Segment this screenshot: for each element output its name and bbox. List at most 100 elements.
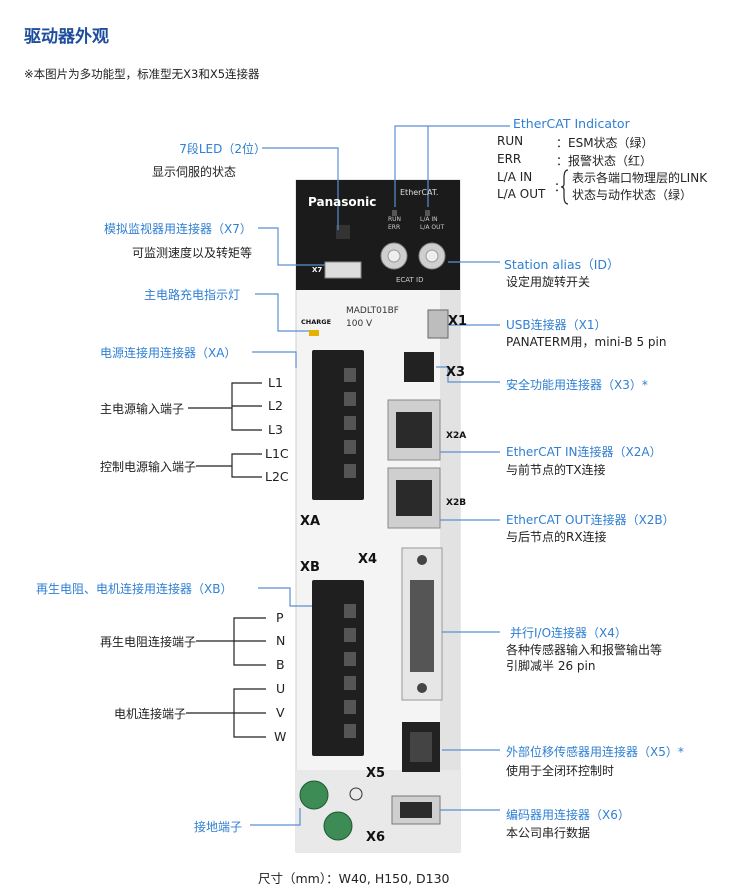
device-x5: X5 [366,766,386,781]
label-x2b-desc: 与后节点的RX连接 [506,530,607,544]
device-model: MADLT01BF [346,306,399,316]
label-x2b: EtherCAT OUT连接器（X2B） [506,513,675,527]
label-x4-desc2: 引脚减半 26 pin [506,659,596,673]
label-regen: 再生电阻连接端子 [100,635,197,649]
x2b-socket [396,480,432,516]
label-err-key: ERR [497,152,522,166]
terminal-w: W [274,729,287,744]
device-x7: X7 [312,266,323,274]
label-x7: 模拟监视器用连接器（X7） [104,222,252,236]
label-motor: 电机连接端子 [114,707,187,721]
ethercat-logo: EtherCAT. [400,188,439,197]
label-charge: 主电路充电指示灯 [144,288,241,302]
xa-terminal-block [312,350,364,500]
label-x1: USB连接器（X1） [506,318,607,332]
label-err-val: ：报警状态（红） [556,154,653,168]
run-led [392,210,397,216]
label-station: Station alias（ID） [504,257,620,272]
label-x2a: EtherCAT IN连接器（X2A） [506,445,662,459]
device-x2b: X2B [446,498,467,508]
label-main-power: 主电源输入端子 [100,402,185,416]
label-ecat-indicator: EtherCAT Indicator [513,116,630,131]
label-led: 7段LED（2位） [179,142,266,156]
x4-pins [410,580,434,672]
label-la-in: L/A IN [497,170,533,184]
device-charge: CHARGE [301,318,332,326]
label-run-val: ：ESM状态（绿） [556,136,654,150]
terminal-b: B [276,657,285,672]
device-x2a: X2A [446,431,467,441]
terminal-l1c: L1C [265,446,289,461]
device-x3: X3 [446,365,466,380]
leader-lines [250,125,510,826]
terminal-l2: L2 [268,398,283,413]
label-x5-desc: 使用于全闭环控制时 [506,764,615,778]
label-x5: 外部位移传感器用连接器（X5）* [506,745,684,759]
label-ctrl-power: 控制电源输入端子 [100,460,197,474]
label-x1-desc: PANATERM用，mini-B 5 pin [506,335,667,349]
ground-symbol [349,787,363,801]
terminal-l2c: L2C [265,469,289,484]
label-xa: 电源连接用连接器（XA） [100,346,237,360]
led-display [336,225,350,239]
la-bracket [560,169,569,205]
drive-side-strip [440,290,460,830]
label-x4-desc1: 各种传感器输入和报警输出等 [506,643,663,657]
x4-screw-top [417,555,427,565]
page-note: ※本图片为多功能型，标准型无X3和X5连接器 [24,67,260,81]
xb-terminal-block [312,580,364,756]
device-xb: XB [300,560,320,575]
terminal-v: V [276,705,285,720]
terminal-p: P [276,610,284,625]
terminal-l1: L1 [268,375,283,390]
label-x2a-desc: 与前节点的TX连接 [506,463,606,477]
label-ground: 接地端子 [194,820,243,834]
label-x6: 编码器用连接器（X6） [506,808,630,822]
label-x6-desc: 本公司串行数据 [506,826,591,840]
terminal-u: U [276,681,286,696]
rotary-knob-low [425,249,439,263]
label-la-out: L/A OUT [497,187,546,201]
label-la-colon: ： [554,180,567,194]
dimensions-footer: 尺寸（mm）：W40, H150, D130 [258,871,450,886]
label-x3: 安全功能用连接器（X3）* [506,378,648,392]
terminal-l3: L3 [268,422,283,437]
la-led [425,210,430,216]
drive-top-panel [296,180,460,290]
terminal-n: N [276,633,286,648]
label-x4: 并行I/O连接器（X4） [510,626,627,640]
page-title: 驱动器外观 [24,27,109,47]
label-la-val2: 状态与动作状态（绿） [572,188,693,202]
device-run-label: RUN [388,216,402,223]
rotary-knob-high [387,249,401,263]
device-x1: X1 [448,314,468,329]
label-xb: 再生电阻、电机连接用连接器（XB） [36,582,233,596]
charge-lamp [309,330,319,336]
device-err-label: ERR [388,224,401,231]
device-ecat-id: ECAT ID [396,276,424,284]
xa-screws [344,368,356,478]
x1-usb-port [427,309,449,339]
brand-logo: Panasonic [308,195,377,209]
x6-socket [400,802,432,818]
label-run-key: RUN [497,134,524,148]
xb-screws [344,604,356,738]
label-la-val1: 表示各端口物理层的LINK [572,171,708,185]
device-xa: XA [300,514,321,529]
device-x6: X6 [366,830,386,845]
x7-connector [324,261,362,279]
label-x7-desc: 可监测速度以及转矩等 [132,246,253,260]
label-station-desc: 设定用旋转开关 [506,275,591,289]
label-led-desc: 显示伺服的状态 [152,165,237,179]
x4-screw-bottom [417,683,427,693]
x3-connector [404,352,434,382]
bracket-lines [186,382,266,738]
device-voltage: 100 V [346,319,373,329]
device-laout-label: L/A OUT [420,224,445,231]
x2a-socket [396,412,432,448]
x5-socket [410,732,432,762]
device-lain-label: L/A IN [420,216,438,223]
ground-screw-2 [323,811,353,841]
device-x4: X4 [358,552,378,567]
